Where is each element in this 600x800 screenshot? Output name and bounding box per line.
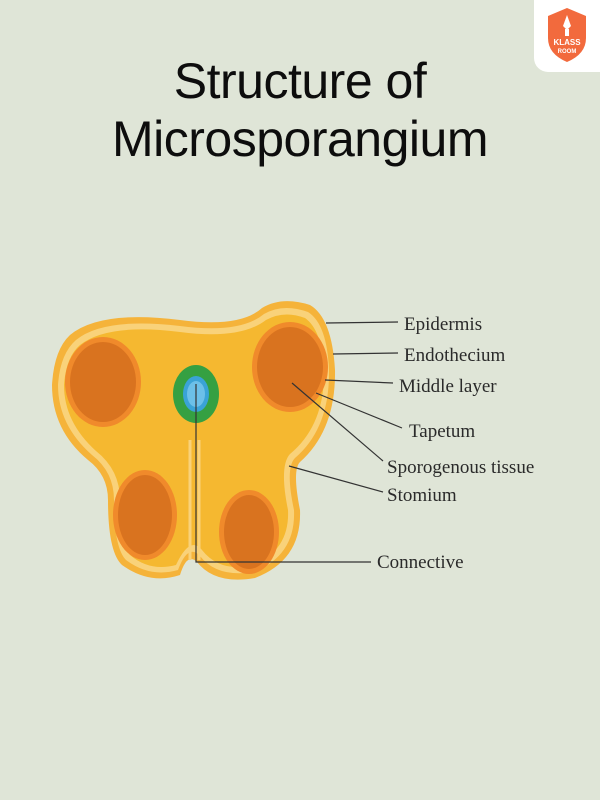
leader-line-tapetum <box>315 392 403 429</box>
title-line-2: Microsporangium <box>112 111 488 167</box>
pollen-sac-bottom-right-inner <box>224 495 274 569</box>
leader-line-sporogenous-tissue <box>291 382 384 462</box>
logo-text-line2: ROOM <box>558 49 577 55</box>
label-sporogenous-tissue: Sporogenous tissue <box>387 457 534 478</box>
logo-text-line1: KLASS <box>553 38 581 47</box>
klassroom-logo-icon: KLASS ROOM <box>548 8 586 62</box>
leader-line-stomium <box>288 465 384 493</box>
pollen-sac-top-right-inner <box>257 327 323 407</box>
title-line-1: Structure of <box>173 53 427 109</box>
label-connective: Connective <box>377 552 464 573</box>
leader-line-endothecium <box>332 352 399 355</box>
leader-line-epidermis <box>325 321 399 324</box>
stomium-groove <box>188 440 201 560</box>
label-endothecium: Endothecium <box>404 345 506 366</box>
pollen-sac-bottom-left-inner <box>118 475 172 555</box>
page-title: Structure of Microsporangium <box>0 52 600 168</box>
leader-line-middle-layer <box>324 379 394 384</box>
pollen-sac-top-left-inner <box>70 342 136 422</box>
label-middle-layer: Middle layer <box>399 376 497 397</box>
klassroom-logo: KLASS ROOM <box>534 0 600 72</box>
label-tapetum: Tapetum <box>409 421 475 442</box>
label-stomium: Stomium <box>387 485 457 506</box>
label-epidermis: Epidermis <box>404 314 482 335</box>
leader-line-connective <box>195 384 371 563</box>
